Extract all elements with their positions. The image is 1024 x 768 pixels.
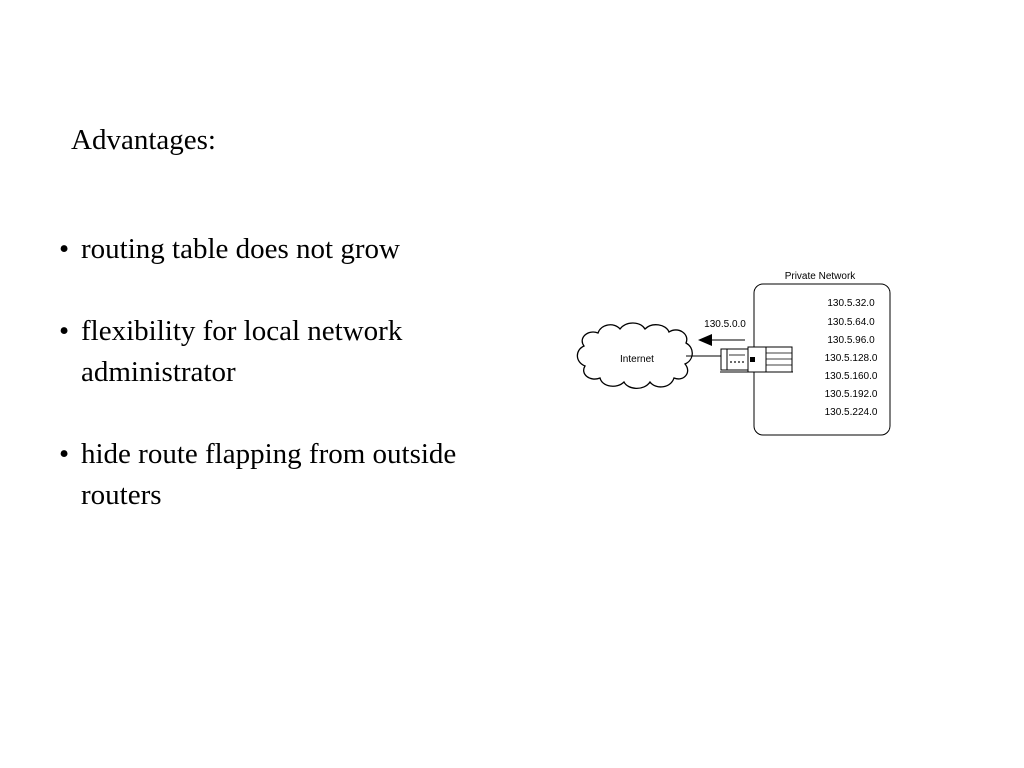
route-arrow-head-icon [698,334,712,346]
bullet-item: • routing table does not grow [59,229,529,270]
subnet-label: 130.5.64.0 [827,317,875,328]
subnet-label: 130.5.160.0 [825,371,878,382]
slide-heading: Advantages: [71,124,216,156]
bullet-item: • flexibility for local network administr… [59,311,529,393]
bullet-text: flexibility for local network administra… [81,315,403,388]
private-network-label: Private Network [785,271,857,282]
internet-label: Internet [620,354,654,365]
bullet-text: routing table does not grow [81,233,400,265]
bullet-glyph: • [59,315,70,347]
bullet-list: • routing table does not grow • flexibilit… [59,229,529,557]
router-icon [686,346,793,373]
advertised-route-label: 130.5.0.0 [704,319,746,330]
subnet-label: 130.5.192.0 [825,389,878,400]
bullet-text: hide route flapping from outside routers [81,438,457,511]
bullet-item: • hide route flapping from outside router… [59,434,529,516]
bullet-glyph: • [59,233,70,265]
bullet-glyph: • [59,438,70,470]
subnet-label: 130.5.96.0 [827,335,875,346]
subnet-label: 130.5.32.0 [827,298,875,309]
subnet-label: 130.5.224.0 [825,407,878,418]
subnet-label: 130.5.128.0 [825,353,878,364]
internet-cloud-icon [576,322,693,390]
